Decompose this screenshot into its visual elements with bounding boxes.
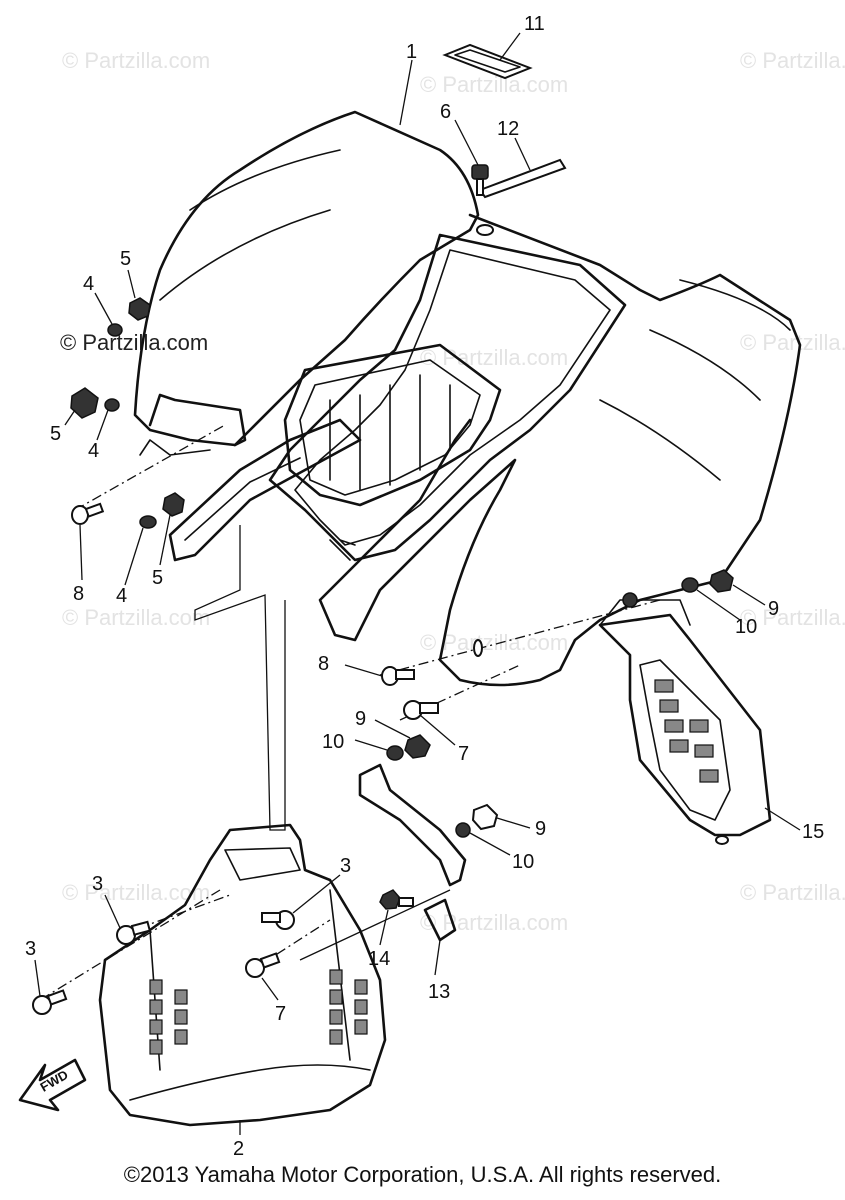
rear-guard: [98, 823, 387, 1127]
hardware: [32, 43, 734, 1015]
callout-3: 3: [92, 873, 103, 895]
callout-8: 8: [73, 583, 84, 605]
callout-2: 2: [233, 1138, 244, 1160]
callout-13: 13: [428, 981, 450, 1003]
callout-3: 3: [25, 938, 36, 960]
watermark: © Partzilla.com: [420, 345, 568, 370]
callout-5: 5: [120, 248, 131, 270]
callout-10: 10: [322, 731, 344, 753]
watermark-layer: © Partzilla.com © Partzilla.com © Partzi…: [62, 48, 845, 935]
callout-9: 9: [355, 708, 366, 730]
watermark: © Partzilla.com: [740, 605, 845, 630]
rear-fender: [133, 110, 802, 687]
watermark: © Partzilla.com: [740, 880, 845, 905]
callout-1: 1: [406, 41, 417, 63]
watermark: © Partzilla.com: [62, 880, 210, 905]
callout-3: 3: [340, 855, 351, 877]
callout-6: 6: [440, 101, 451, 123]
callout-leaders: [34, 32, 801, 1135]
watermark-visible: © Partzilla.com: [60, 330, 208, 355]
callout-8: 8: [318, 653, 329, 675]
watermark: © Partzilla.com: [420, 910, 568, 935]
callout-7: 7: [458, 743, 469, 765]
watermark: © Partzilla.com: [740, 330, 845, 355]
copyright-notice: ©2013 Yamaha Motor Corporation, U.S.A. A…: [123, 1162, 722, 1187]
watermark: © Partzilla.com: [62, 605, 210, 630]
callout-10: 10: [735, 616, 757, 638]
watermark: © Partzilla.com: [420, 72, 568, 97]
callout-4: 4: [88, 440, 99, 462]
callout-14: 14: [368, 948, 390, 970]
callout-9: 9: [768, 598, 779, 620]
parts-diagram: © Partzilla.com © Partzilla.com © Partzi…: [18, 13, 845, 1160]
callout-5: 5: [152, 567, 163, 589]
callout-4: 4: [116, 585, 127, 607]
callout-15: 15: [802, 821, 824, 843]
callout-10: 10: [512, 851, 534, 873]
watermark: © Partzilla.com: [62, 48, 210, 73]
callout-9: 9: [535, 818, 546, 840]
fwd-arrow: FWD: [18, 1058, 87, 1112]
side-reflector: [598, 599, 772, 845]
callout-5: 5: [50, 423, 61, 445]
callout-4: 4: [83, 273, 94, 295]
callout-11: 11: [524, 13, 545, 35]
guard-stay: [358, 763, 467, 942]
callout-12: 12: [497, 118, 519, 140]
watermark: © Partzilla.com: [740, 48, 845, 73]
callout-numbers: 11 1 6 12 5 4 4 5 8 4 5 9 10 8 7 9 10 9 …: [25, 13, 824, 1160]
callout-7: 7: [275, 1003, 286, 1025]
